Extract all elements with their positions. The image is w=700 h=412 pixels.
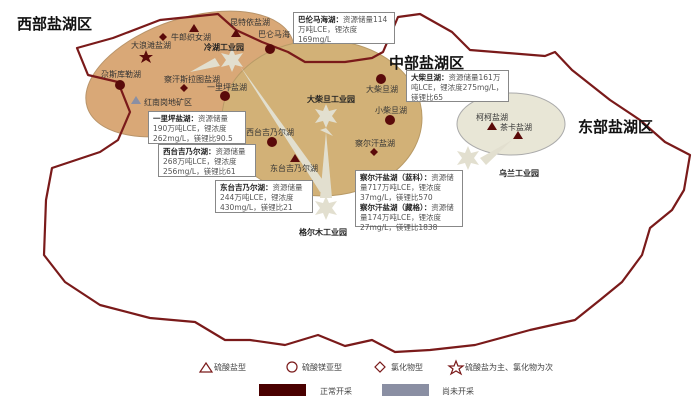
box-text: 资源储量174万吨LCE，锂浓度27mg/L，镁锂比1838 <box>360 203 454 232</box>
east-zone <box>456 92 566 156</box>
circle-icon <box>265 44 275 54</box>
star-icon <box>139 50 153 63</box>
park-label: 乌兰工业园 <box>499 169 539 178</box>
diamond-icon <box>370 148 378 156</box>
box-text: 资源储量244万吨LCE，锂浓度430mg/L，镁锂比21 <box>220 183 303 212</box>
park-label: 冷湖工业园 <box>204 43 244 52</box>
lake-label: 小柴旦湖 <box>375 106 407 115</box>
box-text: 资源储量717万吨LCE，锂浓度37mg/L，镁锂比570 <box>360 173 454 202</box>
park-label: 大柴旦工业园 <box>307 95 355 104</box>
lake-label: 牛郎织女湖 <box>171 33 211 42</box>
legend-label: 氯化物型 <box>391 363 423 372</box>
region-central: 中部盐湖区 <box>389 54 465 72</box>
arrow <box>320 128 333 136</box>
lake-label: 东台吉乃尔湖 <box>270 164 318 173</box>
park-icon <box>221 48 243 72</box>
diamond-icon <box>159 33 167 41</box>
park-icon <box>315 104 337 128</box>
circle-icon <box>286 361 298 373</box>
box-title: 察尔汗盐湖（藏格）： <box>360 203 432 212</box>
legend-label: 硫酸盐为主、氯化物为次 <box>465 363 553 372</box>
lake-label: 红南岗地矿区 <box>144 98 192 107</box>
industrial-park-icons <box>221 48 479 220</box>
triangle-icon <box>131 96 141 104</box>
lake-label: 巴仑马海 <box>258 30 290 39</box>
lake-label: 大浪滩盐湖 <box>131 41 171 50</box>
box-text: 资源储量268万吨LCE，锂浓度256mg/L，镁锂比61 <box>163 147 246 176</box>
info-box-xitaiji: 西台吉乃尔湖：资源储量268万吨LCE，锂浓度256mg/L，镁锂比61 <box>158 144 256 177</box>
box-title: 察尔汗盐湖（蓝科）： <box>360 173 432 182</box>
park-icon <box>457 146 479 170</box>
lake-label: 察汗斯拉图盐湖 <box>164 75 220 84</box>
lake-markers <box>115 24 523 162</box>
legend-swatch-inactive <box>382 384 429 396</box>
circle-icon <box>376 74 386 84</box>
park-icon <box>315 196 337 220</box>
region-east: 东部盐湖区 <box>578 118 654 136</box>
legend-label: 尚未开采 <box>442 387 474 396</box>
region-west: 西部盐湖区 <box>17 15 93 33</box>
box-text: 资源储量114万吨LCE，锂浓度169mg/L <box>298 15 388 44</box>
triangle-icon <box>189 24 199 32</box>
box-title: 西台吉乃尔湖： <box>163 147 216 156</box>
lake-label: 大柴旦湖 <box>366 85 398 94</box>
legend-swatch-active <box>259 384 306 396</box>
info-box-yiliping: 一里坪盐湖：资源储量190万吨LCE，锂浓度262mg/L，镁锂比90.5 <box>148 111 246 144</box>
box-title: 一里坪盐湖： <box>153 114 198 123</box>
triangle-icon <box>231 29 241 37</box>
arrow <box>240 66 330 192</box>
diamond-icon <box>374 361 386 373</box>
star-icon <box>447 359 465 376</box>
circle-icon <box>267 137 277 147</box>
arrow <box>190 58 220 72</box>
box-title: 东台吉乃尔湖： <box>220 183 273 192</box>
diamond-icon <box>180 84 188 92</box>
arrow <box>480 140 512 165</box>
info-box-dachaidan: 大柴旦湖：资源储量161万吨LCE，锂浓度275mg/L，镁锂比65 <box>406 70 509 102</box>
info-box-balunmahai: 巴伦马海湖：资源储量114万吨LCE，锂浓度169mg/L <box>293 12 395 44</box>
legend-label: 硫酸镁亚型 <box>302 363 342 372</box>
triangle-icon <box>513 131 523 139</box>
lake-label: 西台吉乃尔湖 <box>246 128 294 137</box>
lake-label: 昆特依盐湖 <box>230 18 270 27</box>
lake-label: 尕斯库勒湖 <box>101 70 141 79</box>
lake-label: 一里坪盐湖 <box>207 83 247 92</box>
triangle-icon <box>198 361 214 373</box>
circle-icon <box>385 115 395 125</box>
legend-icons <box>198 359 465 376</box>
triangle-icon <box>290 154 300 162</box>
box-text: 资源储量190万吨LCE，锂浓度262mg/L，镁锂比90.5 <box>153 114 233 143</box>
park-label: 格尔木工业园 <box>299 228 347 237</box>
box-title: 大柴旦湖： <box>411 73 449 82</box>
lake-label: 察尔汗盐湖 <box>355 139 395 148</box>
legend-label: 正常开采 <box>320 387 352 396</box>
circle-icon <box>220 91 230 101</box>
arrow <box>320 132 332 198</box>
lake-label: 茶卡盐湖 <box>500 123 532 132</box>
lake-label: 柯柯盐湖 <box>476 113 508 122</box>
box-title: 巴伦马海湖： <box>298 15 343 24</box>
box-text: 资源储量161万吨LCE，锂浓度275mg/L，镁锂比65 <box>411 73 504 102</box>
triangle-icon <box>487 122 497 130</box>
province-border <box>42 12 692 354</box>
info-box-dongtaiji: 东台吉乃尔湖：资源储量244万吨LCE，锂浓度430mg/L，镁锂比21 <box>215 180 313 213</box>
circle-icon <box>115 80 125 90</box>
legend-label: 硫酸盐型 <box>214 363 246 372</box>
